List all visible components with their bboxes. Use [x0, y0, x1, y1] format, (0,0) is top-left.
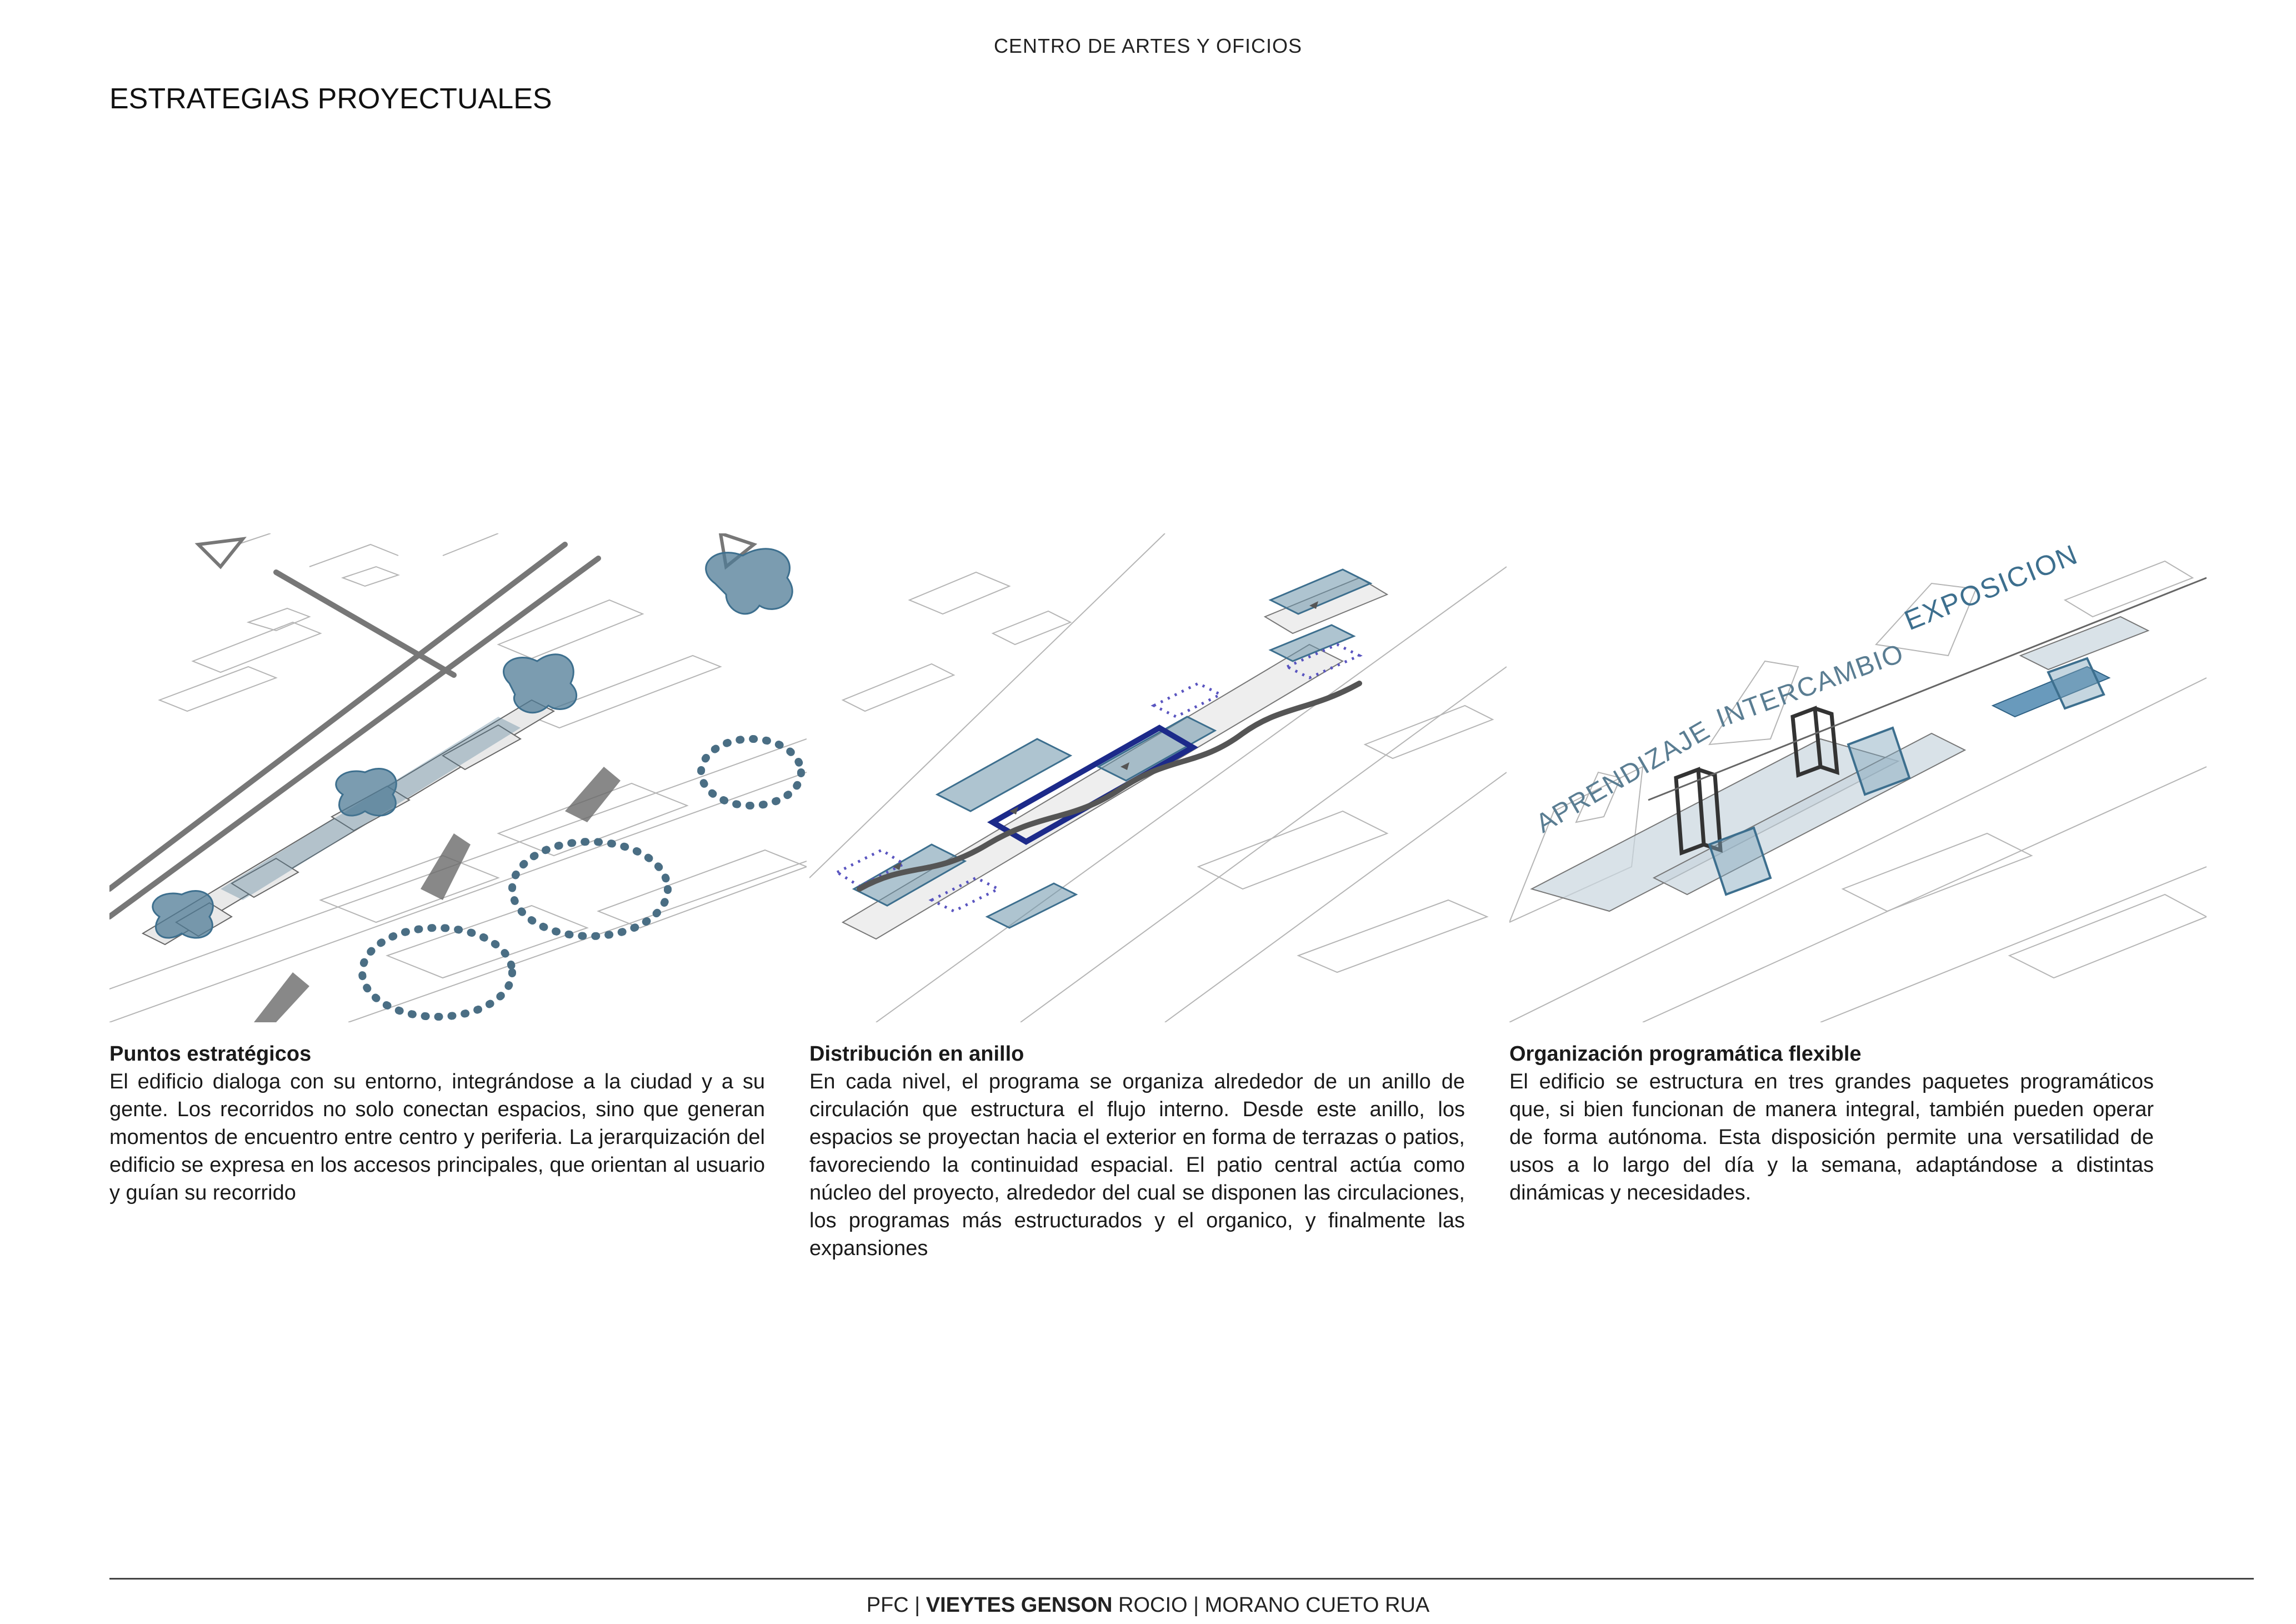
diagram-flexible-program: APRENDIZAJE INTERCAMBIO EXPOSICION — [1509, 533, 2207, 1022]
panel-body: El edificio dialoga con su entorno, inte… — [109, 1070, 765, 1205]
panel-heading: Distribución en anillo — [809, 1042, 1024, 1066]
diagram-ring-distribution — [809, 533, 1507, 1022]
diagram-ring-distribution-drawing — [809, 533, 1507, 1022]
footer-divider — [109, 1578, 2254, 1580]
panel-flexible-program: Organización programática flexible El ed… — [1509, 1040, 2154, 1207]
footer-author-surname: VIEYTES GENSON — [926, 1593, 1113, 1617]
panel-body: El edificio se estructura en tres grande… — [1509, 1070, 2154, 1205]
panel-heading: Organización programática flexible — [1509, 1042, 1862, 1066]
footer-credits: PFC | VIEYTES GENSON ROCIO | MORANO CUET… — [0, 1593, 2296, 1617]
panel-body: En cada nivel, el programa se organiza a… — [809, 1070, 1465, 1260]
panel-strategic-points: Puntos estratégicos El edificio dialoga … — [109, 1040, 765, 1207]
project-title: CENTRO DE ARTES Y OFICIOS — [993, 34, 1303, 57]
footer-rest: ROCIO | MORANO CUETO RUA — [1112, 1593, 1430, 1617]
diagram-strategic-points — [109, 533, 807, 1022]
diagram-strategic-points-drawing — [109, 533, 807, 1022]
footer-prefix: PFC | — [866, 1593, 926, 1617]
diagram-flexible-program-drawing: APRENDIZAJE INTERCAMBIO EXPOSICION — [1509, 538, 2207, 1022]
section-title: ESTRATEGIAS PROYECTUALES — [109, 83, 552, 115]
label-intercambio: INTERCAMBIO — [1713, 638, 1908, 733]
panel-ring-distribution: Distribución en anillo En cada nivel, el… — [809, 1040, 1465, 1262]
panel-heading: Puntos estratégicos — [109, 1042, 312, 1066]
